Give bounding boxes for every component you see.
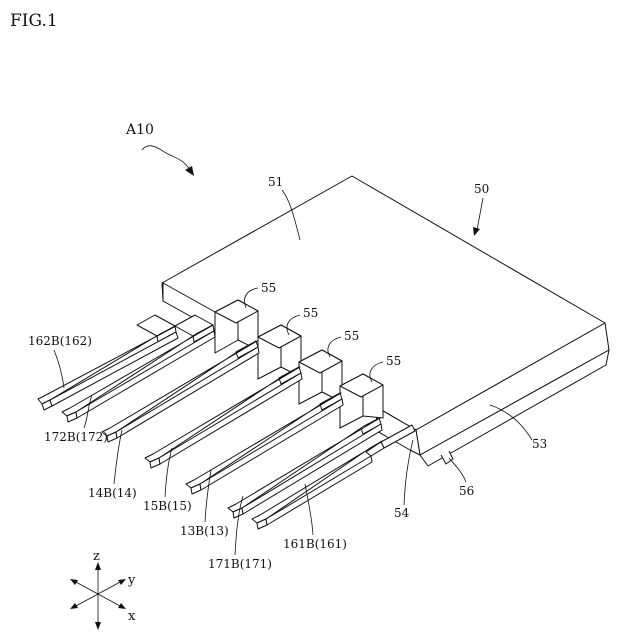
figure-title: FIG.1: [10, 11, 58, 31]
label-13: 13B(13): [180, 524, 229, 538]
label-54: 54: [394, 506, 410, 520]
label-171: 171B(171): [208, 557, 272, 571]
label-51: 51: [268, 175, 283, 189]
a10-arrow-curve: [142, 146, 190, 170]
leader-50-arrow: [473, 227, 480, 236]
label-50: 50: [474, 182, 489, 196]
coordinate-axes: z y x: [70, 549, 136, 630]
label-55-third: 55: [344, 329, 359, 343]
lead-15: [145, 367, 302, 468]
leader-50: [477, 198, 483, 230]
label-a10: A10: [125, 122, 154, 138]
axis-x-label: x: [128, 609, 136, 624]
label-55-fourth: 55: [386, 354, 401, 368]
a10-arrow-head: [185, 166, 194, 176]
axis-y-label: y: [127, 573, 136, 588]
label-55-second: 55: [303, 306, 318, 320]
label-53: 53: [532, 437, 547, 451]
label-14: 14B(14): [88, 486, 137, 500]
leader-162: [54, 350, 64, 388]
leader-56: [449, 458, 466, 482]
label-15: 15B(15): [143, 499, 192, 513]
label-161: 161B(161): [283, 537, 347, 551]
axis-z-label: z: [93, 549, 100, 564]
label-55-first: 55: [261, 281, 276, 295]
label-162: 162B(162): [28, 334, 92, 348]
lead-172: [62, 315, 215, 422]
label-56: 56: [459, 484, 474, 498]
label-172: 172B(172): [44, 430, 108, 444]
